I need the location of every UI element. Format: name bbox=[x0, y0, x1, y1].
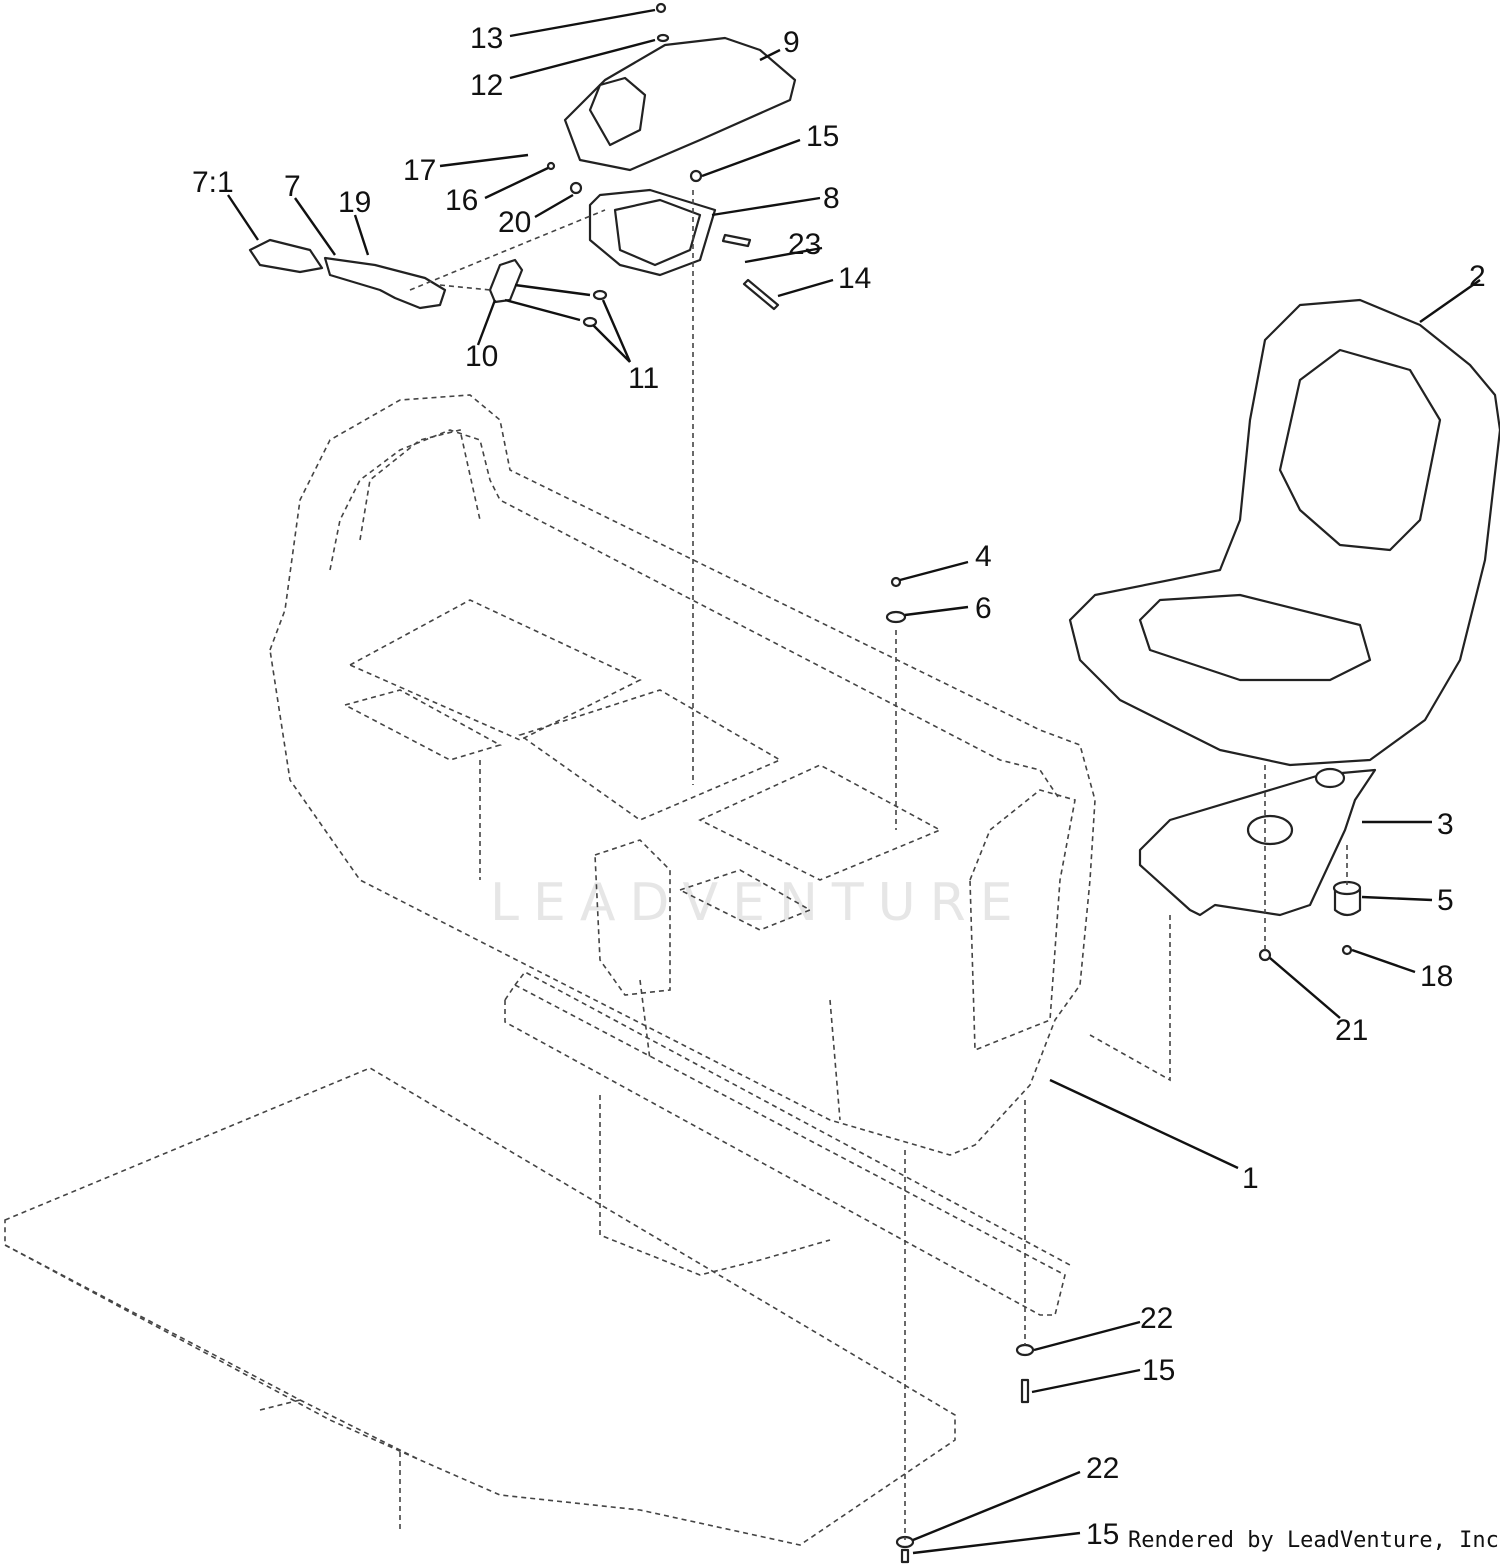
label-22-upper: 22 bbox=[1140, 1302, 1173, 1335]
label-12: 12 bbox=[470, 69, 503, 102]
label-22-lower: 22 bbox=[1086, 1452, 1119, 1485]
seat-base-tub bbox=[269, 394, 1096, 1156]
label-16: 16 bbox=[445, 184, 478, 217]
label-21: 21 bbox=[1335, 1014, 1368, 1047]
label-11: 11 bbox=[628, 362, 659, 395]
label-3: 3 bbox=[1437, 808, 1454, 841]
linkage-plate bbox=[488, 258, 591, 322]
label-13: 13 bbox=[470, 22, 503, 55]
label-5: 5 bbox=[1437, 884, 1454, 917]
label-7-1: 7:1 bbox=[192, 166, 234, 199]
label-23: 23 bbox=[788, 228, 821, 261]
label-15-mid: 15 bbox=[1142, 1354, 1175, 1387]
label-4: 4 bbox=[975, 540, 992, 573]
label-2: 2 bbox=[1469, 260, 1486, 293]
label-8: 8 bbox=[823, 182, 840, 215]
label-19: 19 bbox=[338, 186, 371, 219]
frame-platform bbox=[4, 1067, 956, 1546]
mount-bracket bbox=[588, 188, 717, 277]
leader-lines bbox=[227, 8, 1481, 1555]
label-6: 6 bbox=[975, 592, 992, 625]
seat-plate bbox=[1138, 767, 1377, 917]
watermark: LEADVENTURE bbox=[490, 873, 1027, 933]
label-1: 1 bbox=[1242, 1162, 1259, 1195]
seat bbox=[1068, 298, 1500, 767]
bumper bbox=[1332, 880, 1362, 917]
callout-labels: 13 12 9 15 17 16 8 7:1 7 19 20 23 14 10 … bbox=[192, 22, 1486, 1551]
frame-channel bbox=[504, 970, 1071, 1316]
label-20: 20 bbox=[498, 206, 531, 239]
label-18: 18 bbox=[1420, 960, 1453, 993]
control-lever bbox=[248, 238, 447, 310]
hardware bbox=[546, 2, 1353, 1564]
label-15-top: 15 bbox=[806, 120, 839, 153]
assembly-centerlines bbox=[409, 190, 1348, 1540]
label-17: 17 bbox=[403, 154, 436, 187]
label-14: 14 bbox=[838, 262, 871, 295]
label-15-bottom: 15 bbox=[1086, 1518, 1119, 1551]
label-7: 7 bbox=[284, 170, 301, 203]
credit-text: Rendered by LeadVenture, Inc. bbox=[1128, 1528, 1500, 1553]
console-cover bbox=[563, 36, 797, 172]
label-10: 10 bbox=[465, 340, 498, 373]
label-9: 9 bbox=[783, 26, 800, 59]
